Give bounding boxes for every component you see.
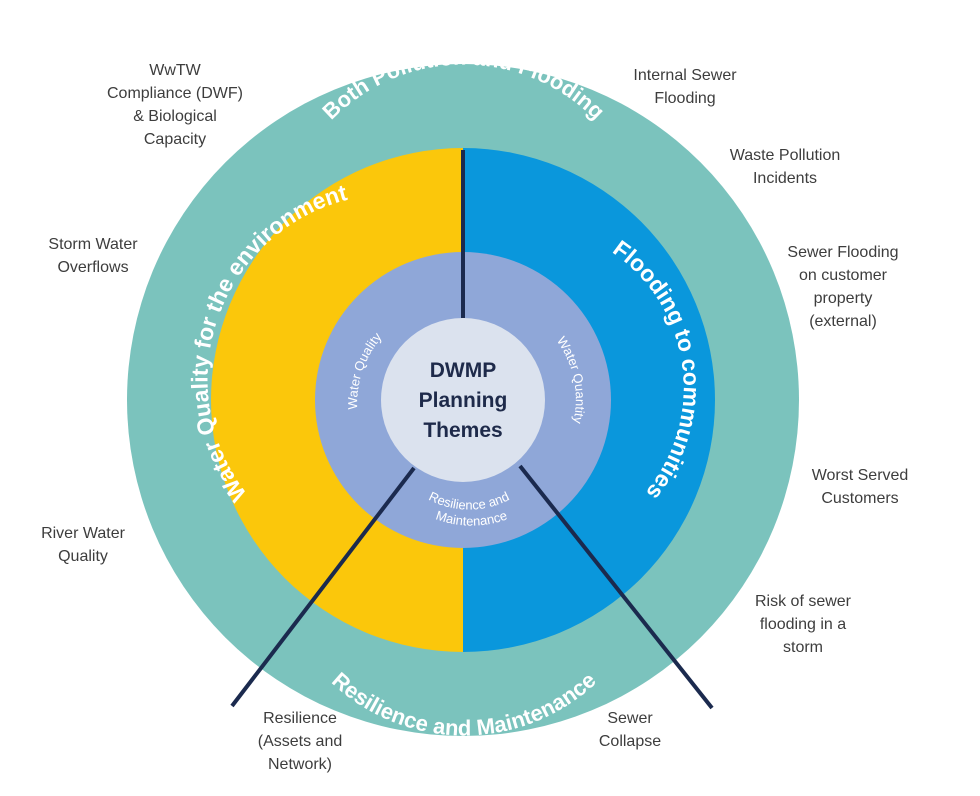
center-circle xyxy=(381,318,545,482)
label-worst-served: Worst Served Customers xyxy=(811,467,909,507)
center-title-3: Themes xyxy=(423,419,502,442)
label-sewer-flooding-external: Sewer Flooding on customer property (ext… xyxy=(787,244,899,330)
leader-line-right xyxy=(518,464,714,710)
label-risk-of-sewer-flooding: Risk of sewer flooding in a storm xyxy=(754,593,852,656)
label-wwtw-compliance: WwTW Compliance (DWF) & Biological Capac… xyxy=(106,62,243,148)
label-waste-pollution: Waste Pollution Incidents xyxy=(729,147,841,187)
leader-line-left xyxy=(230,466,416,708)
label-sewer-collapse: Sewer Collapse xyxy=(598,710,662,750)
center-title-1: DWMP xyxy=(430,359,497,382)
label-storm-water-overflows: Storm Water Overflows xyxy=(48,236,138,276)
label-resilience-assets: Resilience (Assets and Network) xyxy=(257,710,343,773)
inner-ring-bottom-label-2: Maintenance xyxy=(434,508,509,529)
label-internal-sewer-flooding: Internal Sewer Flooding xyxy=(633,67,737,107)
center-title-2: Planning xyxy=(419,389,508,412)
label-river-water-quality: River Water Quality xyxy=(41,525,125,565)
